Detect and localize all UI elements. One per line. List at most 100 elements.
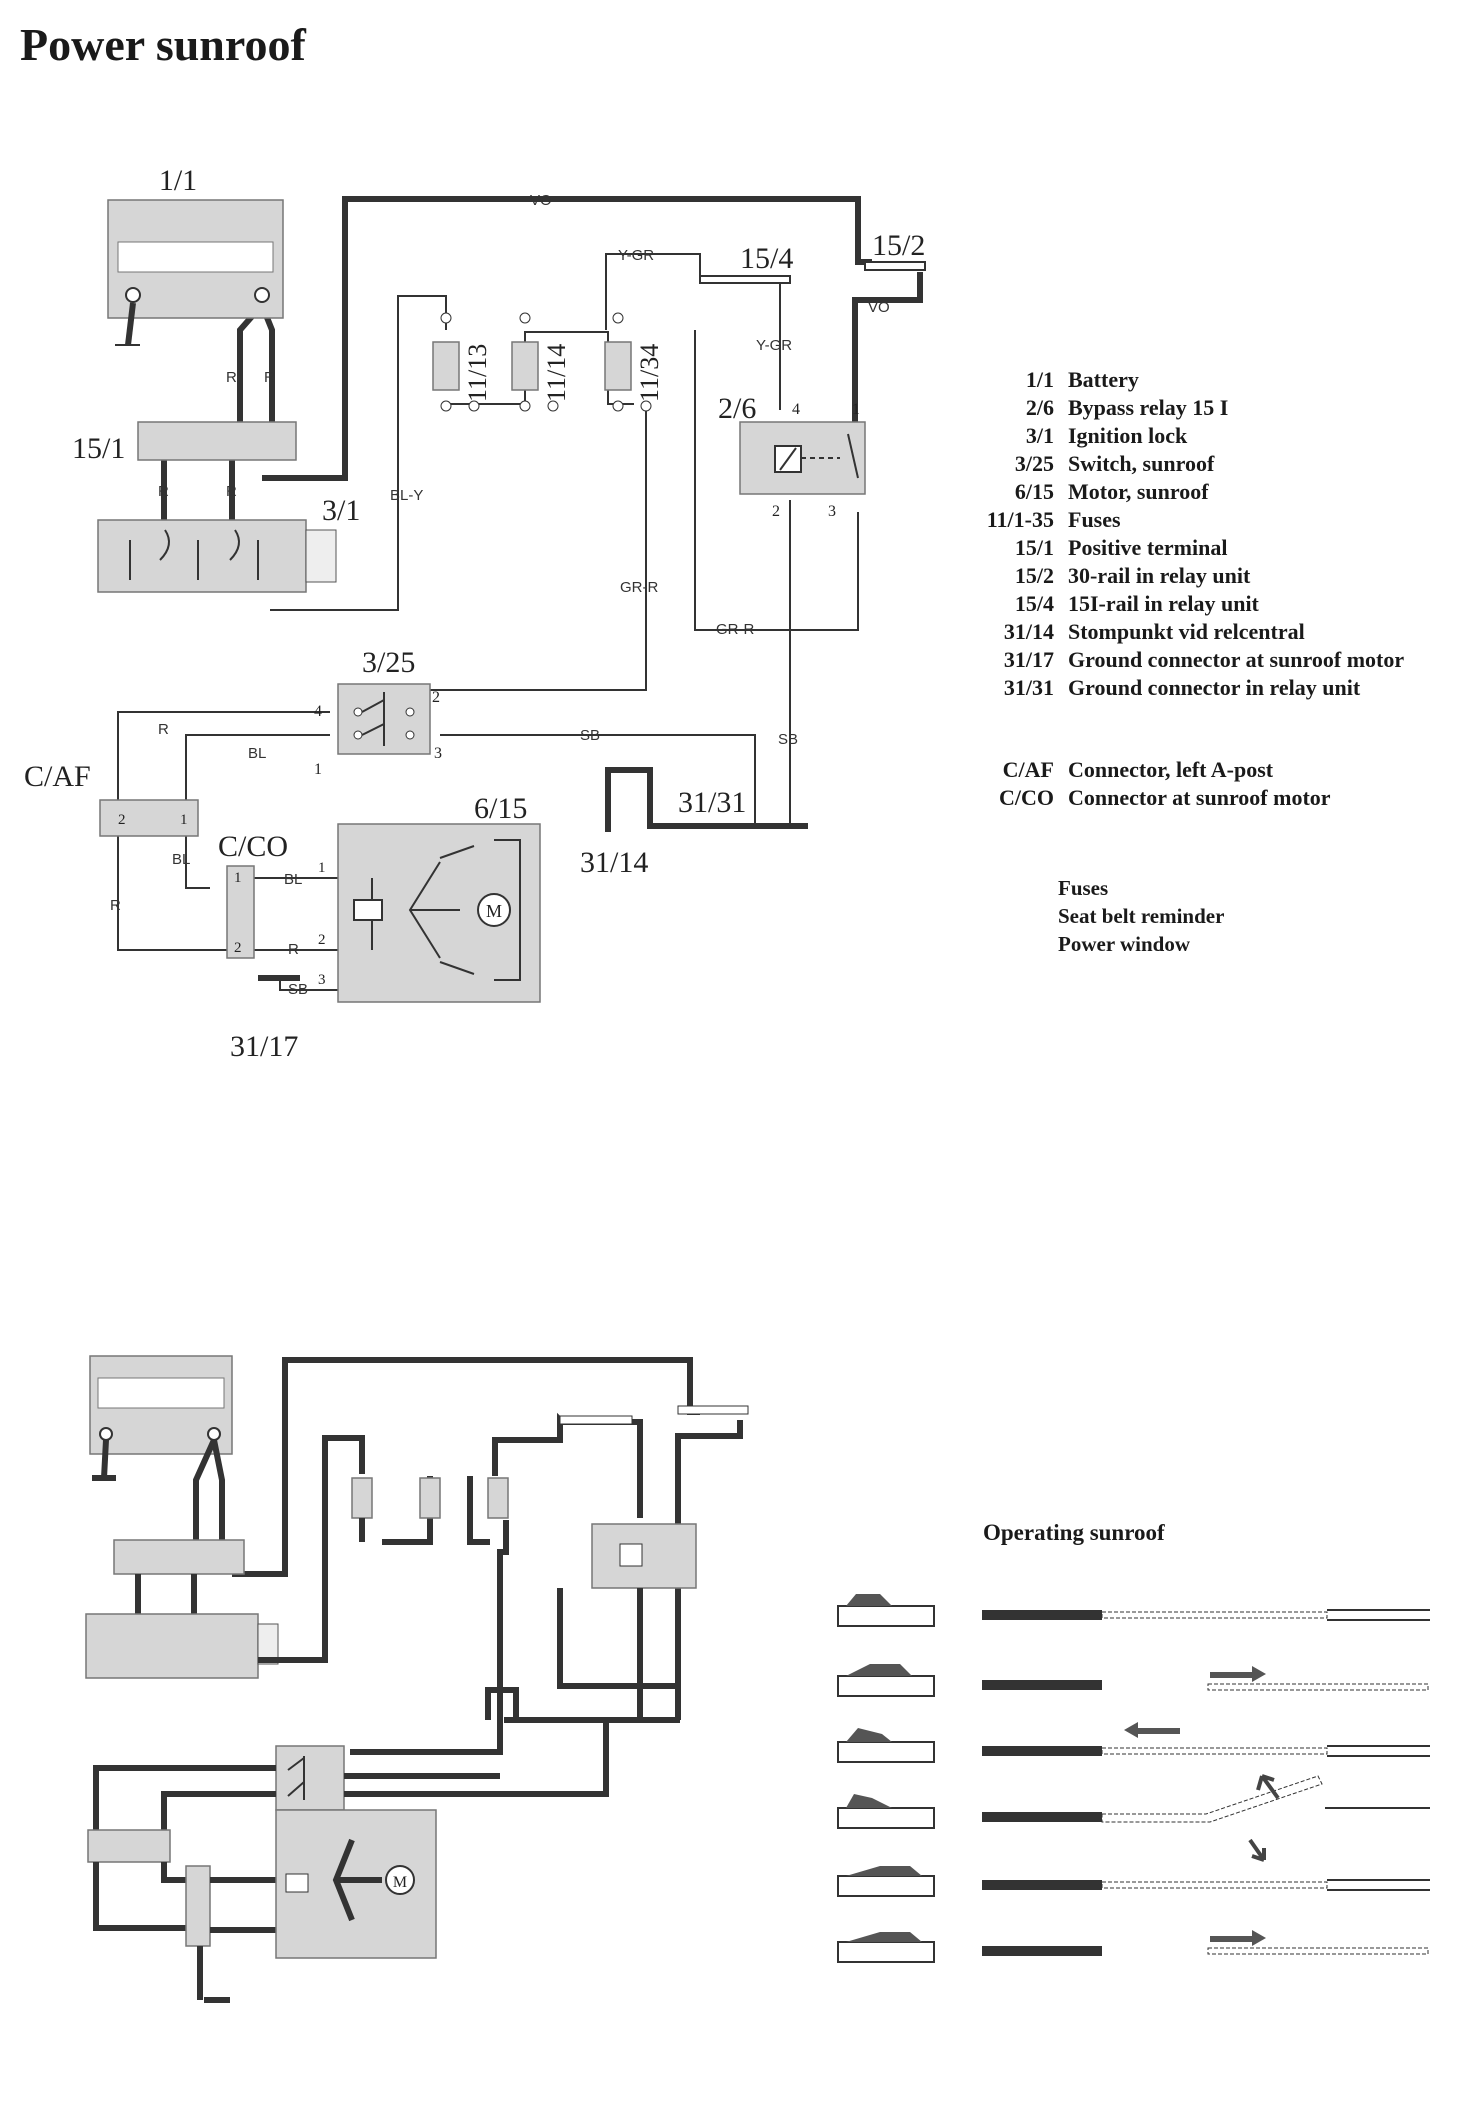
wire-label-r-1: R (226, 369, 237, 386)
wire-label-r-2: R (264, 369, 275, 386)
bypass-relay-bottom (591, 1523, 697, 1589)
roof-state-closed (982, 1609, 1430, 1621)
wire-label-vo-2: VO (868, 299, 890, 316)
wire-bl-caf-cco (185, 836, 210, 889)
wire-vo-rail (852, 272, 923, 480)
wire-battery-plus-2 (259, 303, 275, 422)
wire-label-r-7: R (288, 941, 299, 958)
wire-label-gr-r-1: GR-R (620, 579, 658, 596)
rocker-switch-5 (837, 1866, 935, 1897)
switch-pin-1: 1 (314, 761, 322, 778)
cco-pin-1: 1 (234, 870, 242, 886)
wire-label-r-5: R (158, 721, 169, 738)
wire-gr-r-relay (694, 330, 859, 631)
label-fuse-11-14: 11/14 (542, 344, 571, 402)
roof-state-closing (982, 1722, 1430, 1757)
relay-pin-3: 3 (828, 503, 836, 520)
label-positive-terminal: 15/1 (72, 432, 125, 465)
rail-15-4 (699, 275, 791, 284)
wire-sb-motor (279, 978, 338, 991)
label-fuse-11-34: 11/34 (635, 344, 664, 402)
wire-battery-plus (237, 303, 265, 422)
label-connector-c-af: C/AF (24, 760, 91, 793)
wire-label-sb-3: SB (288, 981, 308, 998)
wire-label-r-6: R (110, 897, 121, 914)
connector-c-co-bottom (185, 1865, 211, 1947)
wire-gr-r-left (430, 404, 647, 691)
label-rail-15-4: 15/4 (740, 242, 793, 275)
roof-state-tilting-down (982, 1838, 1430, 1891)
battery (107, 199, 284, 346)
switch-pin-2: 2 (432, 689, 440, 706)
motor-symbol: M (486, 901, 502, 921)
arrow-tilt-up-icon (1256, 1774, 1280, 1800)
label-connector-c-co: C/CO (218, 830, 288, 863)
bottom-current-flow-diagram: M (85, 1355, 749, 2003)
note-line: Fuses (1058, 876, 1109, 900)
wire-label-bl-1: BL (248, 745, 266, 762)
relay-pin-1: 1 (852, 401, 860, 418)
label-ground-31-31: 31/31 (678, 786, 746, 819)
page-title: Power sunroof (20, 19, 306, 70)
wire-label-r-3: R (158, 483, 169, 500)
wire-r-switch (117, 711, 330, 800)
wire-vo-main (262, 196, 872, 481)
wire-label-bl-y: BL-Y (390, 487, 423, 504)
rocker-switch-3 (837, 1728, 935, 1763)
wire-bl-switch (185, 734, 330, 800)
wire-label-y-gr-1: Y-GR (618, 247, 654, 264)
arrow-right-icon (1210, 1666, 1266, 1682)
relay-pin-4: 4 (792, 401, 800, 418)
fuse-notes: Fuses Seat belt reminder Power window (1058, 874, 1224, 958)
bypass-relay (739, 421, 866, 495)
wire-label-y-gr-2: Y-GR (756, 337, 792, 354)
positive-terminal-bottom (113, 1539, 245, 1575)
arrow-right-icon (1210, 1930, 1266, 1946)
wire-bl-y (270, 295, 447, 611)
arrow-left-icon (1124, 1722, 1180, 1738)
switch-pin-4: 4 (314, 703, 322, 720)
motor-pin-1: 1 (318, 860, 326, 876)
positive-terminal (137, 421, 297, 461)
wire-label-bl-3: BL (284, 871, 302, 888)
caf-pin-1: 1 (180, 812, 188, 828)
rocker-switch-6 (837, 1932, 935, 1963)
wire-label-r-4: R (226, 483, 237, 500)
wire-label-bl-2: BL (172, 851, 190, 868)
label-ground-31-14: 31/14 (580, 846, 648, 879)
label-bypass-relay: 2/6 (718, 392, 756, 425)
caf-pin-2: 2 (118, 812, 126, 828)
switch-bottom (275, 1745, 345, 1811)
operating-sunroof-illustration (837, 1594, 1430, 1963)
wire-sb-switch (440, 734, 756, 826)
sunroof-switch (337, 683, 431, 755)
rocker-switch-2 (837, 1664, 935, 1697)
fuse-11-13 (432, 312, 480, 412)
label-ground-31-17: 31/17 (230, 1030, 298, 1063)
connector-c-af-bottom (87, 1829, 171, 1863)
roof-state-opening (982, 1666, 1429, 1691)
roof-state-tilting-up (982, 1774, 1430, 1823)
wire-label-sb-1: SB (580, 727, 600, 744)
fuse-11-34 (604, 312, 652, 412)
label-motor: 6/15 (474, 792, 527, 825)
motor-symbol-bottom: M (393, 1874, 407, 1891)
relay-pin-2: 2 (772, 503, 780, 520)
ignition-lock (97, 519, 337, 593)
connector-c-co (226, 865, 255, 959)
motor-pin-2: 2 (318, 932, 326, 948)
operating-sunroof-title: Operating sunroof (983, 1520, 1165, 1545)
ignition-lock-bottom (85, 1613, 259, 1679)
